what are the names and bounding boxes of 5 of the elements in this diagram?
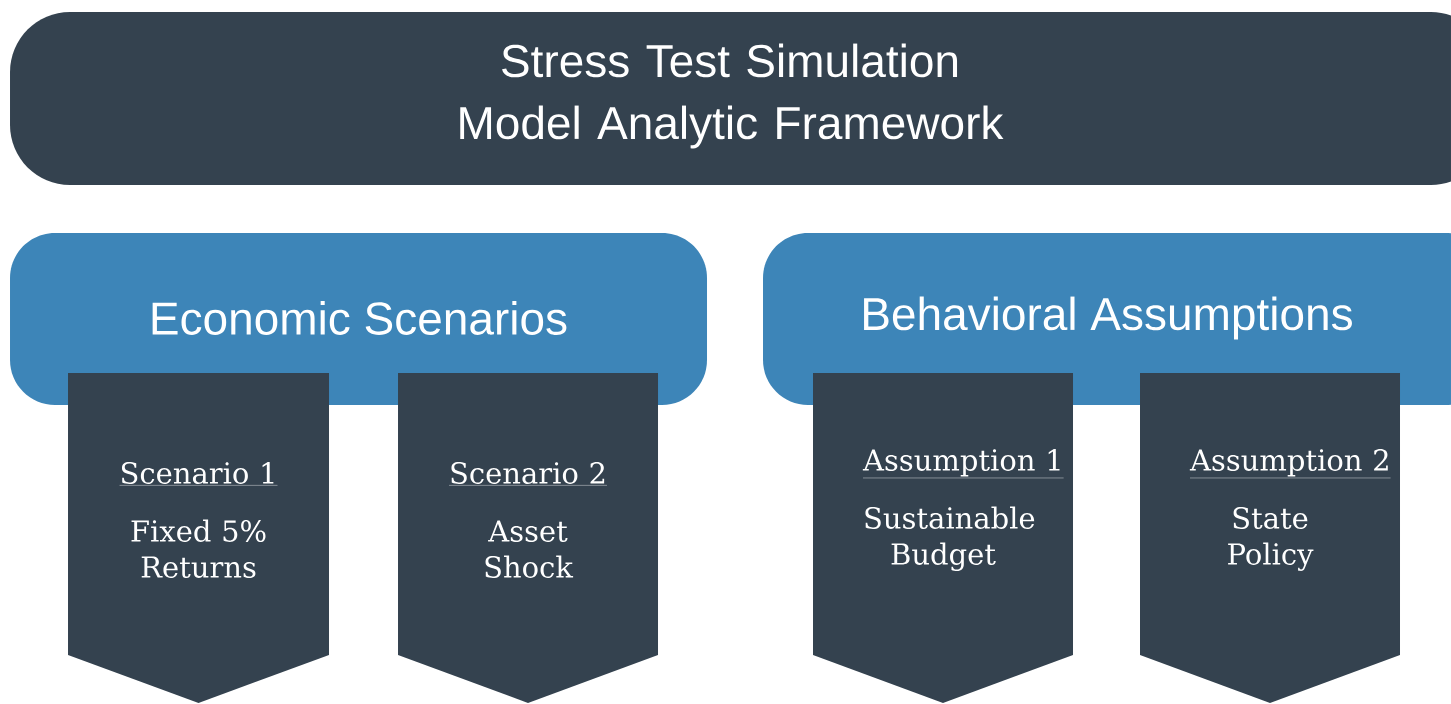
title-banner: Stress Test Simulation Model Analytic Framework bbox=[10, 12, 1451, 185]
label-pennant: Scenario 1 Fixed 5% Returns bbox=[68, 373, 329, 703]
label-pennant: Assumption 2 State Policy bbox=[1140, 373, 1400, 703]
label-pennant: Scenario 2 Asset Shock bbox=[398, 373, 658, 703]
label-pennant: Assumption 1 Sustainable Budget bbox=[813, 373, 1073, 703]
